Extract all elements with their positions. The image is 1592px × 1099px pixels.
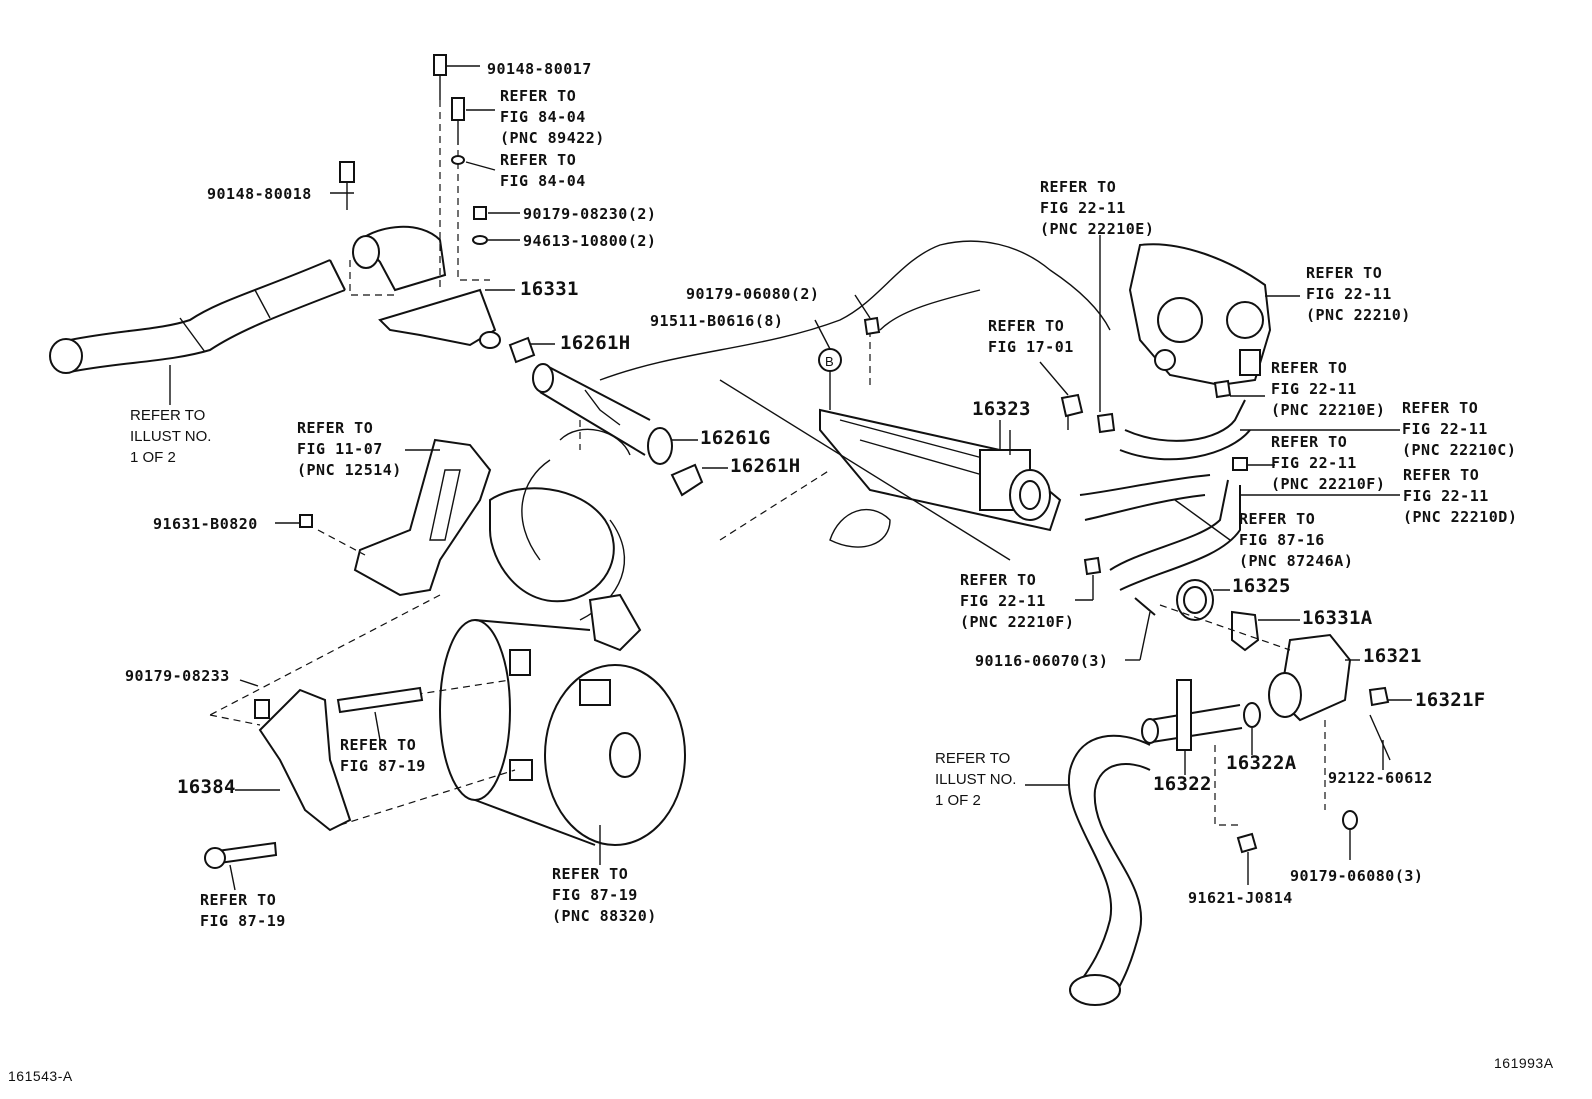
- refer-fig-87-19-b: REFER TO FIG 87-19: [200, 891, 286, 930]
- top-bolts: [339, 54, 488, 245]
- refer-fig-84-04: REFER TO FIG 84-04: [500, 151, 586, 190]
- bracket-12514: [209, 438, 492, 716]
- part-number-90148-80017: 90148-80017: [487, 60, 592, 78]
- ac-compressor: [439, 487, 686, 865]
- thermostat-group: [1159, 579, 1412, 860]
- refer-fig-17-01: REFER TO FIG 17-01: [988, 317, 1074, 356]
- refer-fig-22-11-c: REFER TO FIG 22-11 (PNC 22210C): [1402, 399, 1517, 459]
- part-number-91631-b0820: 91631-B0820: [153, 515, 258, 533]
- part-number-16261h-upper: 16261H: [560, 332, 631, 354]
- refer-fig-84-04-pnc: REFER TO FIG 84-04 (PNC 89422): [500, 87, 605, 147]
- refer-fig-22-11-e2: REFER TO FIG 22-11 (PNC 22210E): [1271, 359, 1386, 419]
- refer-fig-22-11-f1: REFER TO FIG 22-11 (PNC 22210F): [1271, 433, 1386, 493]
- figure-code-right: 161993A: [1494, 1055, 1554, 1071]
- refer-fig-11-07: REFER TO FIG 11-07 (PNC 12514): [297, 419, 402, 479]
- refer-fig-22-11-main: REFER TO FIG 22-11 (PNC 22210): [1306, 264, 1411, 324]
- part-number-16321: 16321: [1363, 645, 1422, 667]
- refer-fig-87-19-c: REFER TO FIG 87-19 (PNC 88320): [552, 865, 657, 925]
- marker-b-letter: B: [825, 354, 834, 369]
- throttle-body: [1128, 243, 1300, 387]
- bypass-hoses: [1009, 235, 1400, 601]
- part-number-16331: 16331: [520, 278, 579, 300]
- marker-b-group: [814, 294, 881, 410]
- part-number-94613-10800: 94613-10800(2): [523, 232, 657, 250]
- refer-fig-22-11-d: REFER TO FIG 22-11 (PNC 22210D): [1403, 466, 1518, 526]
- water-outlet-16331: [349, 100, 501, 349]
- stud-90116: [1125, 597, 1156, 661]
- part-number-16261g: 16261G: [700, 427, 771, 449]
- refer-illust-right: REFER TO ILLUST NO. 1 OF 2: [935, 750, 1017, 809]
- part-number-90148-80018: 90148-80018: [207, 185, 312, 203]
- engine-block: [521, 240, 1111, 621]
- refer-illust-left: REFER TO ILLUST NO. 1 OF 2: [130, 407, 212, 466]
- part-number-91511-b0616: 91511-B0616(8): [650, 312, 784, 330]
- figure-code-left: 161543-A: [8, 1068, 73, 1084]
- part-number-16322a: 16322A: [1226, 752, 1297, 774]
- upper-left-hose: [49, 259, 346, 374]
- leaders-top: [169, 65, 555, 405]
- part-number-16323: 16323: [972, 398, 1031, 420]
- part-number-90116-06070: 90116-06070(3): [975, 652, 1109, 670]
- part-number-16261h-lower: 16261H: [730, 455, 801, 477]
- part-number-90179-08230: 90179-08230(2): [523, 205, 657, 223]
- part-number-16331a: 16331A: [1302, 607, 1373, 629]
- refer-fig-87-19-a: REFER TO FIG 87-19: [340, 736, 426, 775]
- lower-right-hose: [1025, 734, 1151, 1006]
- part-number-90179-06080-2: 90179-06080(2): [686, 285, 820, 303]
- refer-fig-87-16: REFER TO FIG 87-16 (PNC 87246A): [1239, 510, 1354, 570]
- refer-fig-22-11-e: REFER TO FIG 22-11 (PNC 22210E): [1040, 178, 1155, 238]
- part-number-16384: 16384: [177, 776, 236, 798]
- part-number-16322: 16322: [1153, 773, 1212, 795]
- intake-manifold-16323: [819, 408, 1062, 532]
- part-number-91621-j0814: 91621-J0814: [1188, 889, 1293, 907]
- part-number-16325: 16325: [1232, 575, 1291, 597]
- part-number-90179-08233: 90179-08233: [125, 667, 230, 685]
- hose-16261G: [508, 336, 728, 497]
- part-number-90179-06080-3: 90179-06080(3): [1290, 867, 1424, 885]
- bracket-16384: [204, 679, 516, 891]
- pipe-16322: [1141, 679, 1261, 885]
- part-number-92122-60612: 92122-60612: [1328, 769, 1433, 787]
- refer-fig-22-11-f2: REFER TO FIG 22-11 (PNC 22210F): [960, 571, 1075, 631]
- part-number-16321f: 16321F: [1415, 689, 1486, 711]
